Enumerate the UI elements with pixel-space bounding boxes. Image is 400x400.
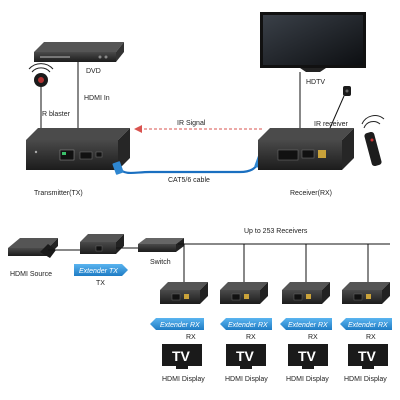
dvd-label: DVD: [86, 68, 101, 75]
transmitter-device: [26, 128, 130, 170]
network-switch: [138, 238, 184, 252]
tv-text-4: TV: [358, 348, 377, 364]
tv-icon-3: [288, 344, 328, 369]
hdmi-source-label: HDMI Source: [10, 271, 52, 278]
ir-receiver-label: IR receiver: [314, 121, 349, 128]
extender-rx-label-4: Extender RX: [348, 322, 388, 329]
dvd-player: [34, 42, 124, 62]
rx-label-4: RX: [366, 334, 376, 341]
tv-icon-4: [348, 344, 388, 369]
tv-text-3: TV: [298, 348, 317, 364]
ir-blaster-label: IR blaster: [40, 111, 71, 118]
extender-rx-label-3: Extender RX: [288, 322, 328, 329]
hdmi-source-device: [8, 238, 58, 258]
extender-tx-device: [80, 234, 124, 254]
receiver-unit-4: [342, 282, 390, 304]
remote-control-icon: [361, 115, 385, 167]
extender-rx-arrow-4: [340, 318, 392, 330]
extender-rx-arrow-3: [280, 318, 332, 330]
tv-text-2: TV: [236, 348, 255, 364]
receiver-unit-1: [160, 282, 208, 304]
hdmi-display-label-4: HDMI Display: [344, 376, 387, 383]
switch-bus-lines: [178, 243, 390, 282]
extender-tx-label: Extender TX: [79, 268, 118, 275]
ir-receiver-line: [329, 95, 345, 129]
ir-receiver-icon: [343, 86, 351, 96]
extender-tx-arrow: [74, 264, 128, 276]
hdmi-display-label-3: HDMI Display: [286, 376, 329, 383]
hdtv: [260, 12, 366, 72]
receiver-label: Receiver(RX): [290, 190, 332, 197]
extender-rx-arrow-2: [220, 318, 272, 330]
extender-rx-label-2: Extender RX: [228, 322, 268, 329]
hdtv-label: HDTV: [306, 79, 325, 86]
hdmi-in-label: HDMI In: [84, 95, 110, 102]
transmitter-label: Transmitter(TX): [34, 190, 83, 197]
tv-icon-2: [226, 344, 266, 369]
up-to-receivers-label: Up to 253 Receivers: [244, 228, 308, 235]
tv-icon-1: [162, 344, 202, 369]
tv-text-1: TV: [172, 348, 191, 364]
receiver-device: [258, 128, 354, 170]
ir-signal-label: IR Signal: [177, 120, 206, 127]
rx-label-2: RX: [246, 334, 256, 341]
rx-label-1: RX: [186, 334, 196, 341]
receiver-unit-3: [282, 282, 330, 304]
hdmi-display-label-1: HDMI Display: [162, 376, 205, 383]
ir-signal-arrowhead: [134, 125, 142, 133]
receiver-unit-2: [220, 282, 268, 304]
cat-cable: [112, 155, 266, 175]
extender-rx-label-1: Extender RX: [160, 322, 200, 329]
rx-label-3: RX: [308, 334, 318, 341]
ir-blaster-icon: [28, 63, 54, 87]
hdmi-display-label-2: HDMI Display: [225, 376, 268, 383]
extender-rx-arrow-1: [150, 318, 204, 330]
cable-label: CAT5/6 cable: [168, 177, 210, 184]
switch-label: Switch: [150, 259, 171, 266]
tx-label: TX: [96, 280, 105, 287]
